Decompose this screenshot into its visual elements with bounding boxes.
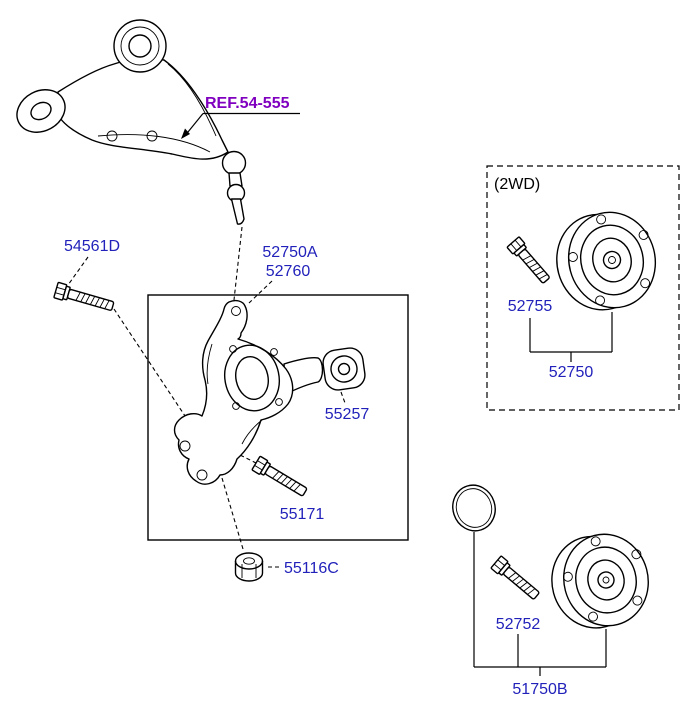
part-label-52750a[interactable]: 52750A: [262, 244, 317, 261]
bolt-52755: [506, 236, 550, 284]
o-ring: [452, 484, 496, 532]
bracket-2wd: [529, 312, 613, 362]
ball-joint: [221, 150, 247, 225]
knuckle-hub-ring: [224, 344, 280, 412]
bushing-55257: [322, 347, 366, 391]
2wd-group-box: [486, 165, 680, 411]
part-label-52750[interactable]: 52750: [549, 364, 594, 381]
bolt-54561d: [53, 281, 115, 311]
part-label-51750b[interactable]: 51750B: [512, 681, 567, 698]
part-label-54561d[interactable]: 54561D: [64, 238, 120, 255]
arm-left-bushing: [16, 89, 66, 133]
bolt-55171: [251, 455, 308, 497]
knuckle-tab-hole: [231, 306, 241, 316]
knuckle-lobe-hole: [196, 469, 208, 481]
part-label-52760[interactable]: 52760: [266, 263, 311, 280]
part-label-55171[interactable]: 55171: [280, 506, 325, 523]
ref-label[interactable]: REF.54-555: [205, 95, 290, 112]
rear-axle-knuckle: [173, 299, 324, 485]
knuckle-detail-box: [147, 294, 409, 541]
leader-lines: [67, 226, 346, 568]
part-label-55257[interactable]: 55257: [325, 406, 370, 423]
hub-bearing-2wd: [556, 211, 657, 311]
knuckle-lobe-hole: [179, 440, 191, 452]
arm-top-bushing: [113, 19, 167, 73]
arm-hole: [106, 130, 118, 142]
2wd-group-label: (2WD): [494, 176, 540, 193]
flange-nut-55116c: [234, 552, 264, 582]
arm-hole: [146, 130, 158, 142]
part-label-52755[interactable]: 52755: [508, 298, 553, 315]
upper-control-arm: [16, 19, 247, 225]
bolt-52752: [490, 555, 540, 600]
bracket-51750b: [473, 532, 607, 676]
part-label-55116c[interactable]: 55116C: [284, 560, 339, 577]
part-label-52752[interactable]: 52752: [496, 616, 541, 633]
arrowhead: [181, 128, 190, 139]
hub-bearing-assembly: [551, 533, 649, 629]
ref-callout: REF.54-555: [181, 95, 300, 139]
